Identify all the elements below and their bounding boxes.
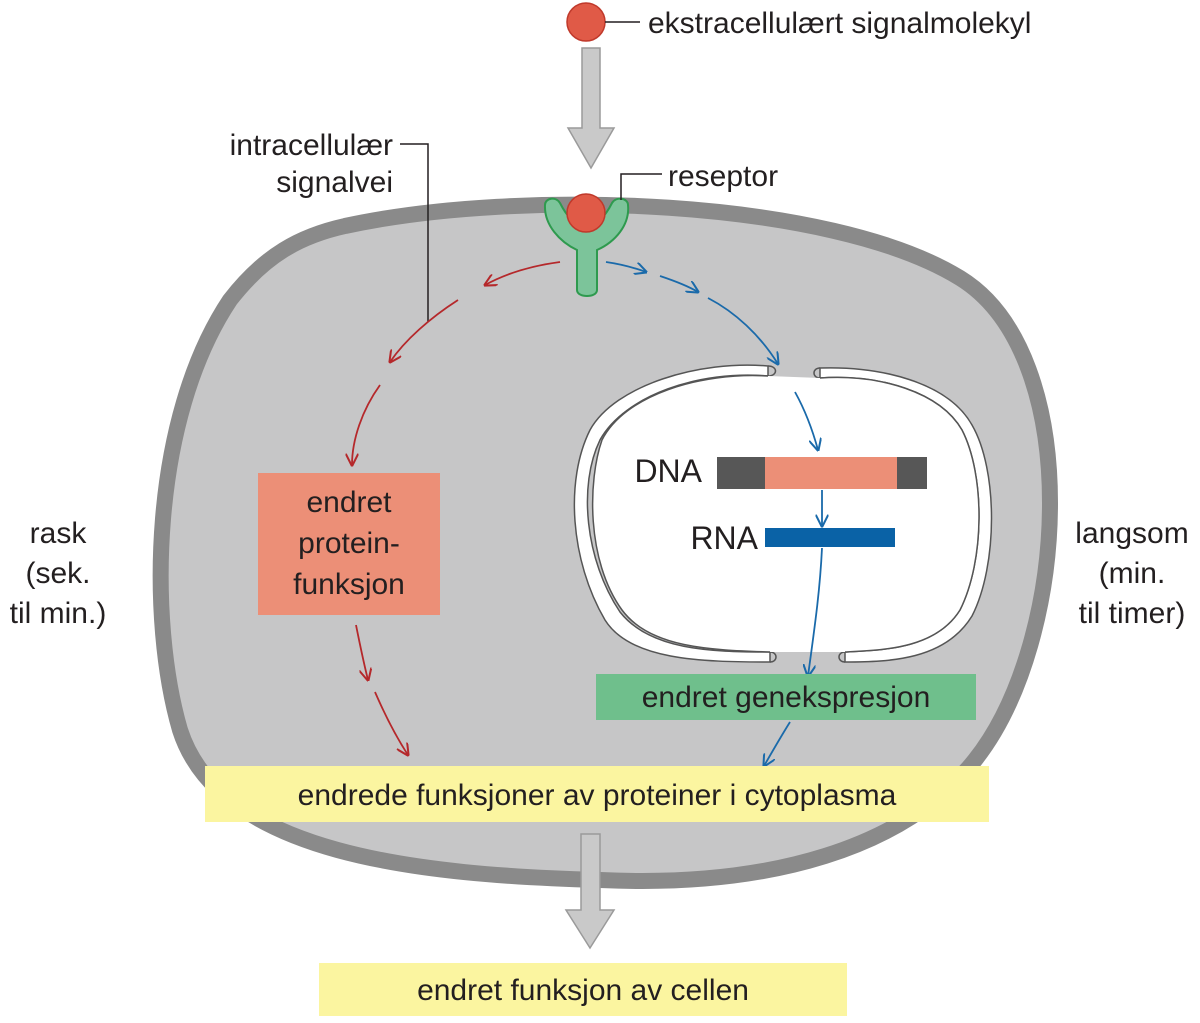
protein-box-line2: protein- [298, 527, 400, 560]
dna-label: DNA [634, 453, 702, 489]
gene-expression-box [596, 674, 976, 720]
rna-label: RNA [690, 520, 758, 556]
receptor-icon [543, 197, 630, 297]
pathway-label-line2: signalvei [276, 166, 393, 199]
fast-label-line3: til min.) [10, 597, 107, 630]
signal-molecule-label: ekstracellulært signalmolekyl [648, 7, 1031, 40]
slow-label-line2: (min. [1099, 557, 1166, 590]
cytoplasm-box [205, 766, 989, 822]
receptor-label: reseptor [668, 160, 778, 193]
nucleus [573, 364, 993, 663]
flow-arrow-bottom-icon [564, 833, 616, 950]
slow-label-line3: til timer) [1079, 597, 1186, 630]
fast-pathway [352, 261, 561, 755]
cell-function-box [319, 963, 847, 1016]
fast-label-line2: (sek. [25, 557, 90, 590]
bound-signal-icon [566, 193, 606, 233]
cytoplasm-label: endrede funksjoner av proteiner i cytopl… [298, 779, 897, 812]
cell-function-label: endret funksjon av cellen [417, 974, 749, 1007]
fast-label-line1: rask [30, 517, 88, 550]
protein-function-box [258, 473, 440, 615]
pathway-label-line1: intracellulær [230, 129, 393, 162]
slow-label-line1: langsom [1075, 517, 1188, 550]
flow-arrow-top-icon [566, 47, 616, 170]
protein-box-line1: endret [306, 486, 392, 519]
gene-expression-label: endret genekspresjon [642, 681, 931, 714]
slow-pathway [605, 261, 822, 766]
rna-bar [765, 528, 895, 547]
signal-molecule-icon [566, 2, 606, 42]
dna-bar-right [897, 457, 927, 489]
protein-box-line3: funksjon [293, 568, 405, 601]
dna-bar-left [717, 457, 765, 489]
dna-bar-gene [765, 457, 897, 489]
